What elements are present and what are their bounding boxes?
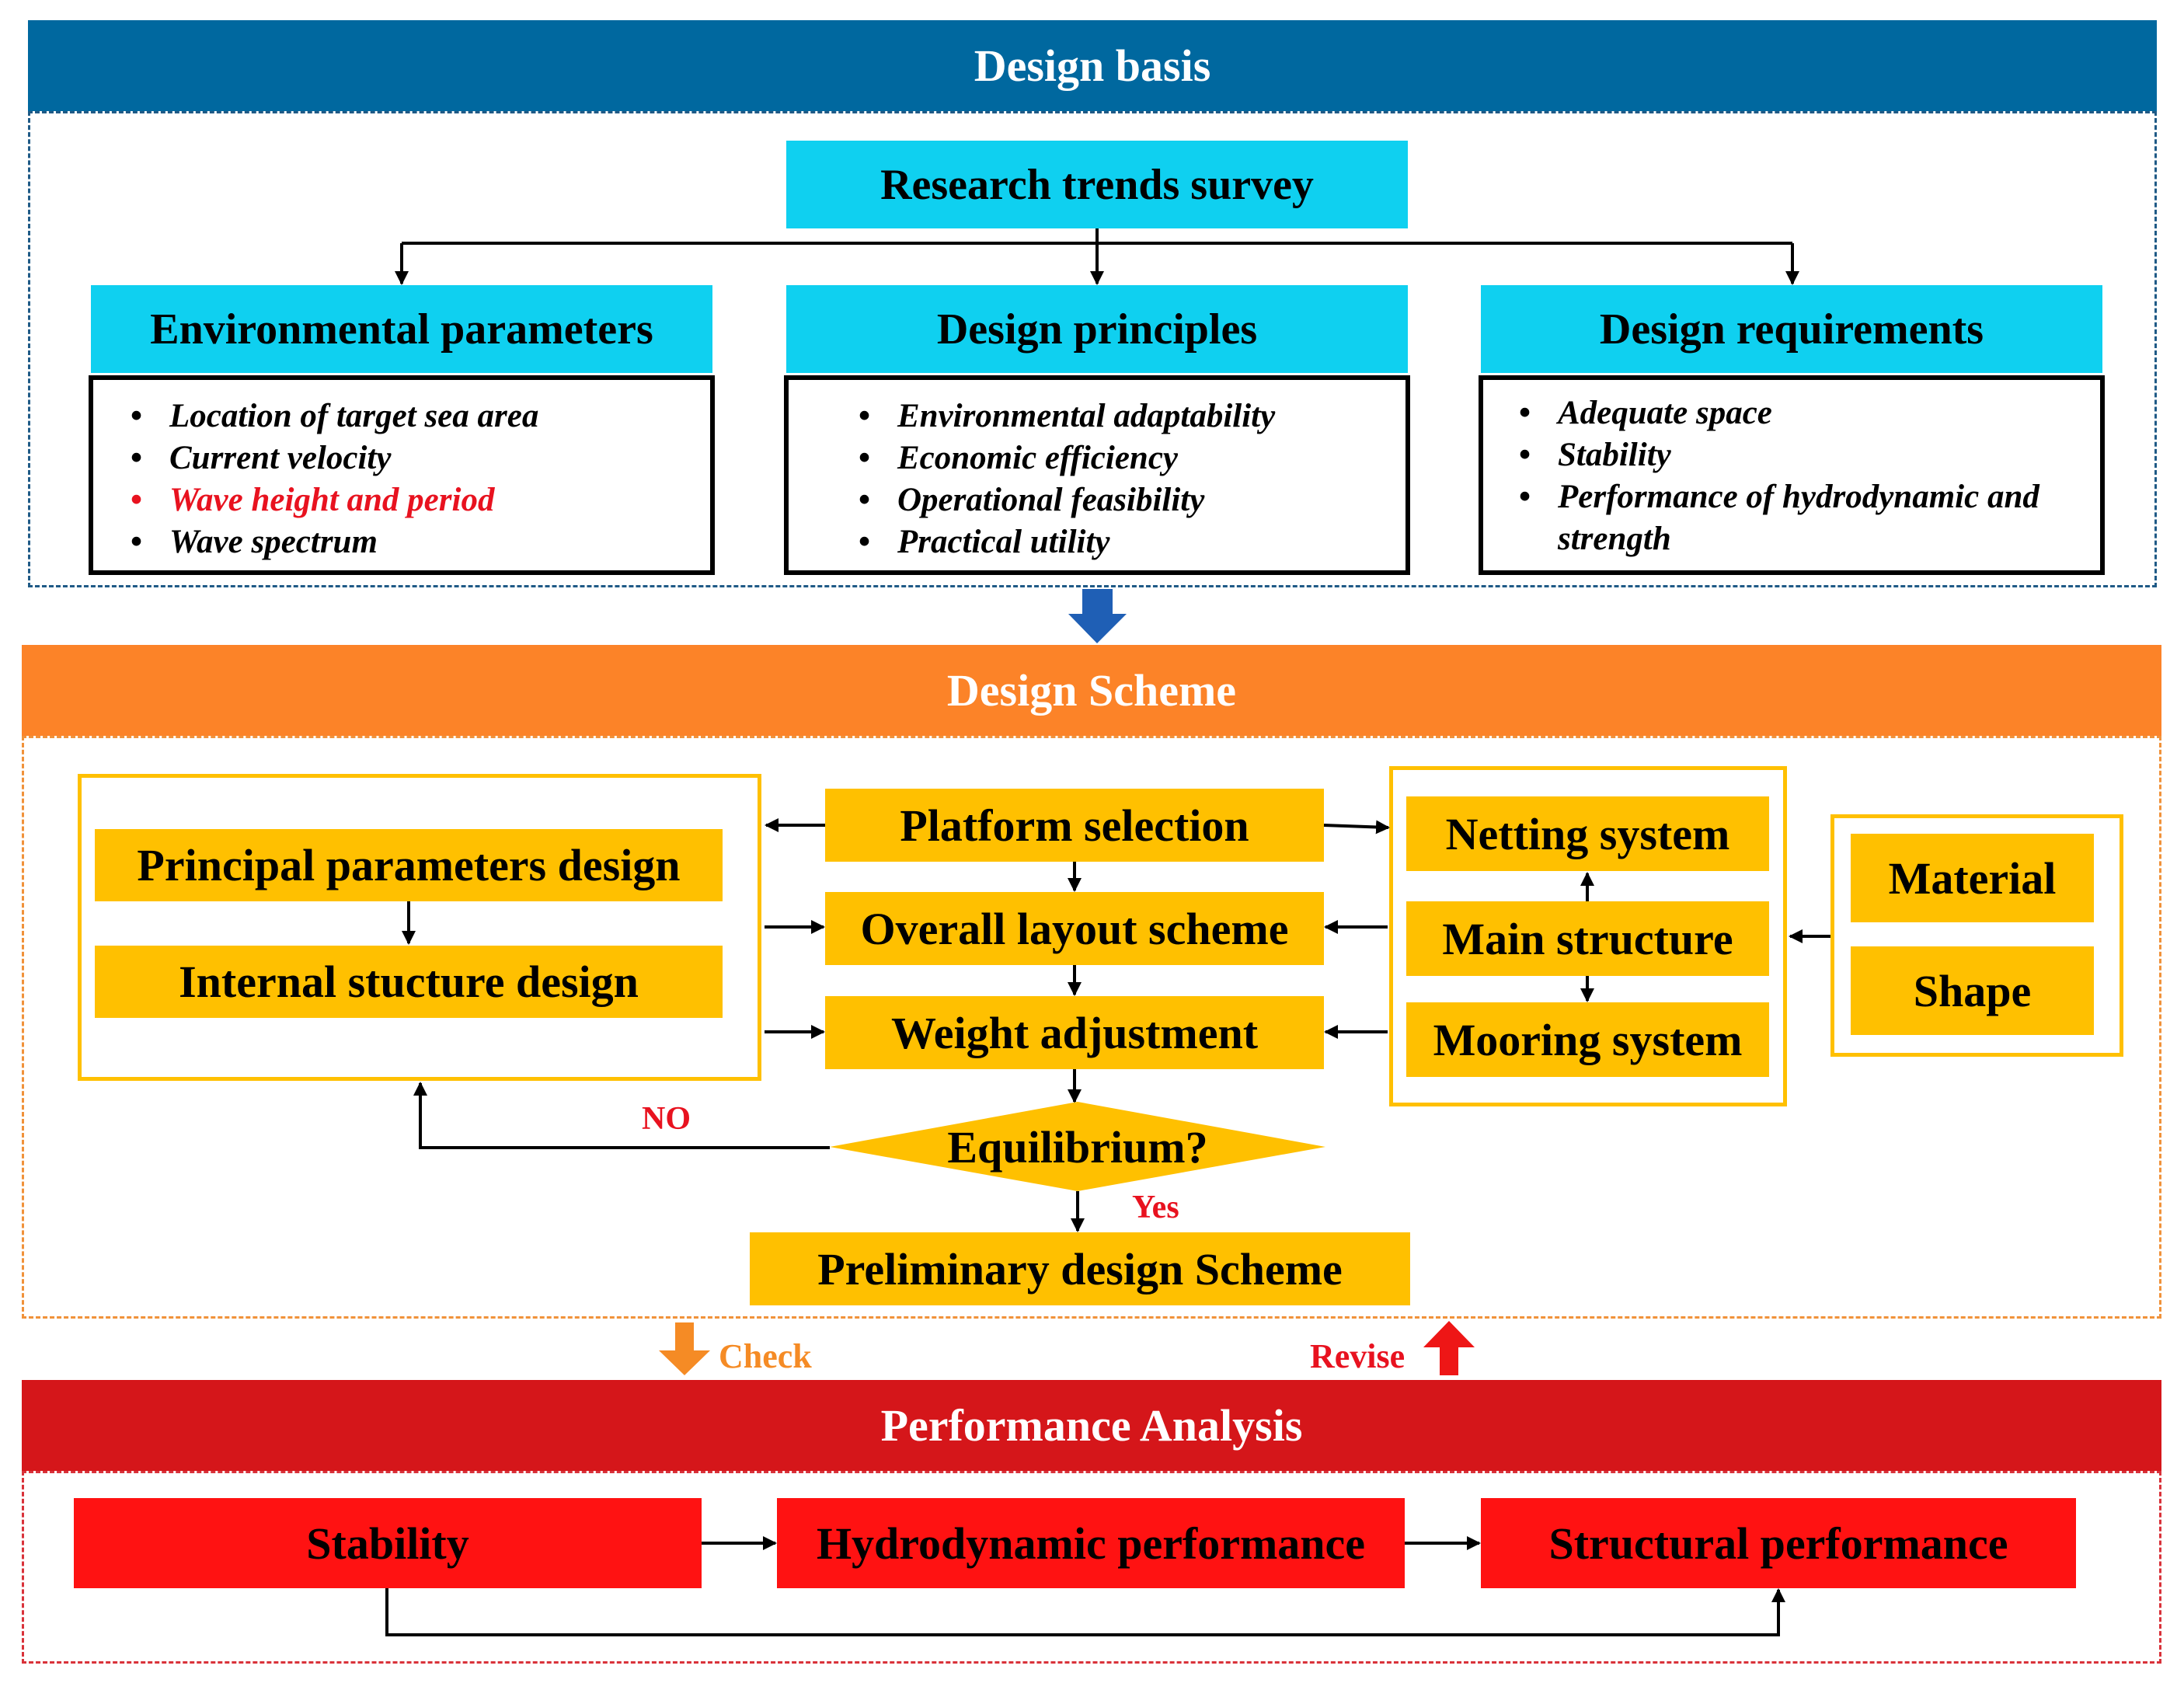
design-requirements-header: Design requirements [1481,285,2102,373]
env-parameters-title: Environmental parameters [150,305,653,354]
list-item: Performance of hydrodynamic and strength [1519,476,2055,560]
revise-arrow-icon [1423,1321,1475,1375]
main-structure-label: Main structure [1442,913,1733,964]
main-structure-box: Main structure [1406,901,1769,976]
connector-stability-loop [385,1588,1785,1636]
list-item: Wave spectrum [131,521,710,563]
design-scheme-header: Design Scheme [22,645,2161,736]
mooring-system-box: Mooring system [1406,1002,1769,1077]
env-parameters-header: Environmental parameters [91,285,712,373]
weight-adjustment-box: Weight adjustment [825,996,1324,1069]
no-label: NO [642,1101,691,1137]
design-basis-header: Design basis [28,20,2157,111]
design-requirements-list: Adequate space Stability Performance of … [1479,375,2105,575]
netting-system-label: Netting system [1445,808,1730,859]
preliminary-scheme-label: Preliminary design Scheme [817,1243,1343,1295]
weight-adjustment-label: Weight adjustment [890,1007,1259,1058]
list-item: Operational feasibility [859,479,1405,521]
stability-label: Stability [306,1518,469,1569]
structure-design-group [78,774,761,1081]
down-arrow-icon [1068,589,1127,643]
research-trends-label: Research trends survey [880,160,1314,209]
structural-label: Structural performance [1548,1518,2008,1569]
list-item: Stability [1519,434,2069,476]
design-basis-section [28,111,2157,587]
list-item: Environmental adaptability [859,395,1405,437]
internal-structure-box: Internal stucture design [95,946,723,1018]
performance-section [22,1471,2161,1664]
internal-structure-label: Internal stucture design [179,957,639,1007]
design-principles-list: Environmental adaptability Economic effi… [784,375,1410,575]
principal-parameters-label: Principal parameters design [137,840,681,890]
overall-layout-label: Overall layout scheme [860,903,1289,954]
equilibrium-diamond [830,1102,1325,1191]
design-scheme-title: Design Scheme [946,665,1237,716]
principal-parameters-box: Principal parameters design [95,829,723,901]
list-item: Adequate space [1519,392,2069,434]
design-basis-title: Design basis [974,40,1211,91]
list-item: Location of target sea area [131,395,710,437]
structural-box: Structural performance [1481,1498,2076,1588]
overall-layout-box: Overall layout scheme [825,892,1324,965]
env-parameters-list: Location of target sea area Current velo… [89,375,715,575]
hydrodynamic-label: Hydrodynamic performance [816,1518,1366,1569]
performance-header: Performance Analysis [22,1380,2161,1471]
list-item: Practical utility [859,521,1405,563]
shape-box: Shape [1851,946,2094,1035]
netting-system-box: Netting system [1406,796,1769,871]
yes-label: Yes [1132,1190,1179,1225]
check-label: Check [719,1337,812,1375]
check-arrow-icon [659,1322,710,1375]
design-principles-header: Design principles [786,285,1408,373]
stability-box: Stability [74,1498,702,1588]
research-trends-box: Research trends survey [786,141,1408,228]
shape-label: Shape [1913,965,2032,1016]
hydrodynamic-box: Hydrodynamic performance [777,1498,1405,1588]
design-requirements-title: Design requirements [1599,305,1984,354]
list-item: Economic efficiency [859,437,1405,479]
revise-label: Revise [1310,1337,1405,1375]
preliminary-scheme-box: Preliminary design Scheme [750,1232,1410,1305]
list-item: Current velocity [131,437,710,479]
design-scheme-section [22,736,2161,1319]
performance-title: Performance Analysis [880,1400,1303,1451]
equilibrium-label: Equilibrium? [947,1122,1207,1173]
material-label: Material [1888,852,2057,904]
design-principles-title: Design principles [936,305,1258,354]
mooring-system-label: Mooring system [1433,1014,1743,1065]
platform-selection-box: Platform selection [825,789,1324,862]
list-item-highlight: Wave height and period [131,479,710,521]
material-box: Material [1851,834,2094,922]
connector-no-loop [413,1082,830,1149]
connector-platform-to-right [1323,820,1390,835]
platform-selection-label: Platform selection [900,800,1249,851]
